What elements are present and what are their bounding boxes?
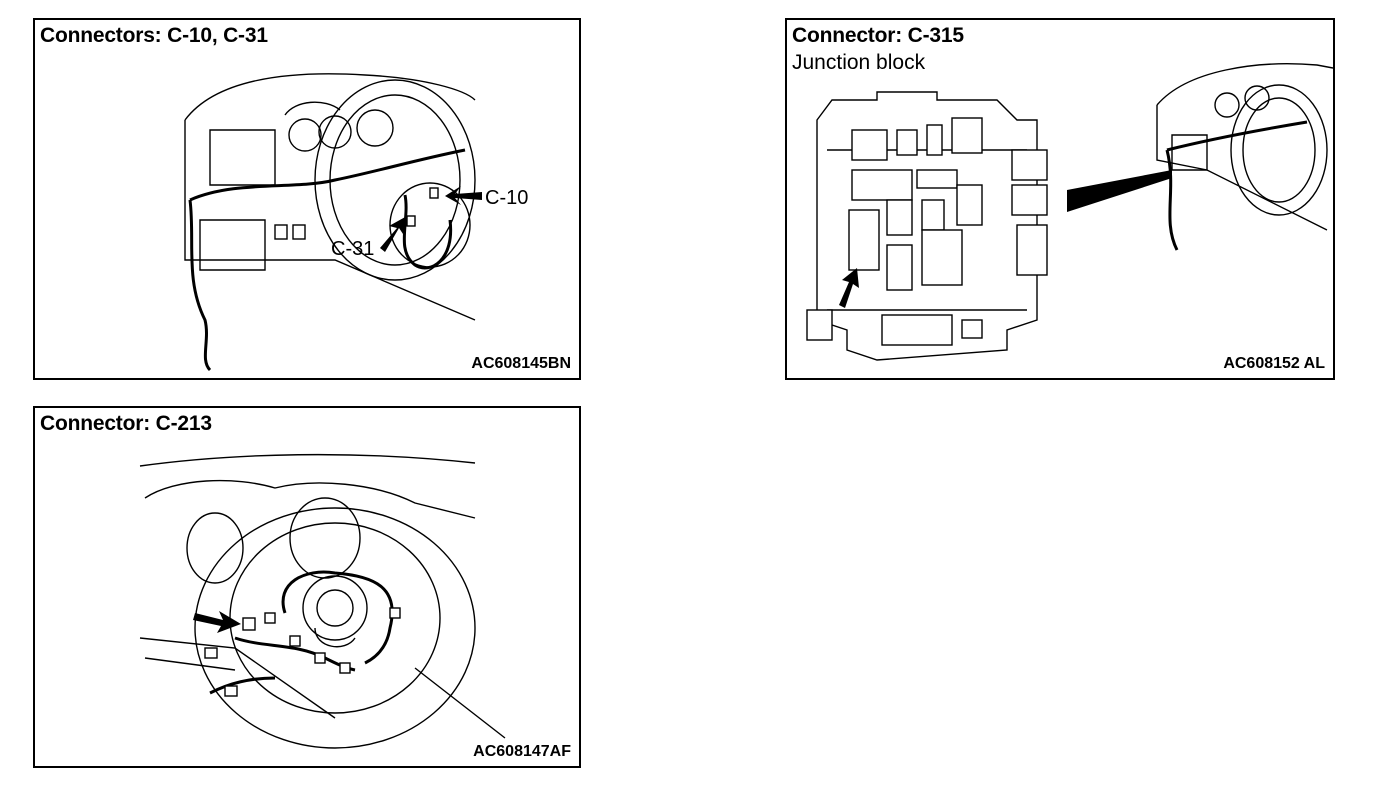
connector-c31-marker [406, 215, 416, 227]
pointer-arrow-icon [445, 186, 482, 205]
panel-subtitle: Junction block [792, 51, 926, 74]
connector-c213-marker [242, 617, 256, 631]
panel-connector-c213: Connector: C-213 AC608147AF [33, 406, 581, 768]
pointer-arrow-icon [193, 611, 241, 633]
figure-code: AC608147AF [473, 743, 571, 760]
figure-code: AC608145BN [471, 355, 571, 372]
connector-c315-marker [848, 209, 880, 271]
panel-title: Connector: C-315 [792, 24, 964, 47]
panel-connectors-c10-c31: Connectors: C-10, C-31 C-10 C-31 AC60814… [33, 18, 581, 380]
connector-c10-marker [429, 187, 439, 199]
callout-c31: C-31 [331, 238, 375, 260]
dashboard-wiring-illustration [184, 73, 482, 372]
panel-connector-c315: Connector: C-315 Junction block [785, 18, 1335, 380]
figure-code: AC608152 AL [1223, 355, 1325, 372]
panel-title: Connectors: C-10, C-31 [40, 24, 268, 47]
pointer-arrow-icon [839, 268, 859, 308]
steering-column-wiring-illustration [139, 453, 506, 749]
junction-block-illustration [806, 63, 1333, 361]
callout-c10: C-10 [485, 187, 529, 209]
pointer-arrow-icon [380, 216, 407, 252]
panel-title: Connector: C-213 [40, 412, 212, 435]
